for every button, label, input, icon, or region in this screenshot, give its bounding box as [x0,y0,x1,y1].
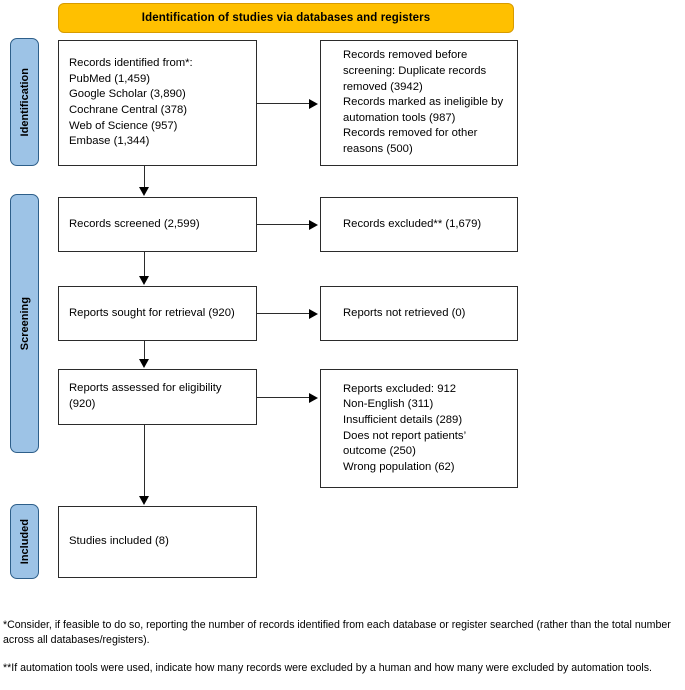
box-records-removed-text: Records removed before screening: Duplic… [343,49,504,155]
connector-line-assessed-to-reports-excluded [257,397,310,399]
stage-label-screening: Screening [10,194,39,453]
connector-line-sought-to-assessed [144,341,146,360]
arrow-down-icon-screened-to-sought [139,276,150,285]
arrow-right-icon-sought-to-not-retrieved [309,308,318,319]
arrow-right-icon-screened-to-excluded [309,219,318,230]
box-studies-included: Studies included (8) [58,506,257,578]
connector-line-identified-to-screened [144,166,146,188]
box-records-screened: Records screened (2,599) [58,197,257,252]
box-records-excluded: Records excluded** (1,679) [320,197,518,252]
footnotes: *Consider, if feasible to do so, reporti… [3,618,681,689]
stage-label-included: Included [10,504,39,579]
box-records-identified-text: Records identified from*: PubMed (1,459)… [69,57,193,148]
arrow-down-icon-identified-to-screened [139,187,150,196]
arrow-right-icon-identified-to-removed [309,98,318,109]
connector-line-identified-to-removed [257,103,310,105]
box-reports-excluded: Reports excluded: 912 Non-English (311) … [320,369,518,488]
connector-line-screened-to-sought [144,252,146,277]
prisma-flow-diagram: Identification of studies via databases … [10,3,518,579]
diagram-banner-title: Identification of studies via databases … [58,3,514,33]
connector-line-sought-to-not-retrieved [257,313,310,315]
footnote-single-asterisk: *Consider, if feasible to do so, reporti… [3,619,671,646]
box-records-identified: Records identified from*: PubMed (1,459)… [58,40,257,166]
connector-line-assessed-to-included [144,425,146,497]
banner-label: Identification of studies via databases … [141,12,431,24]
box-reports-excluded-text: Reports excluded: 912 Non-English (311) … [343,382,466,473]
stage-label-identification-text: Identification [18,67,31,137]
box-reports-assessed-text: Reports assessed for eligibility (920) [69,382,222,410]
footnote-double-asterisk: **If automation tools were used, indicat… [3,662,652,674]
box-reports-sought: Reports sought for retrieval (920) [58,286,257,341]
connector-line-screened-to-excluded [257,224,310,226]
stage-label-included-text: Included [18,518,31,565]
box-records-screened-text: Records screened (2,599) [69,217,200,230]
box-reports-sought-text: Reports sought for retrieval (920) [69,306,235,319]
box-reports-not-retrieved-text: Reports not retrieved (0) [343,306,466,319]
box-records-excluded-text: Records excluded** (1,679) [343,217,482,230]
arrow-down-icon-sought-to-assessed [139,359,150,368]
box-studies-included-text: Studies included (8) [69,535,169,548]
box-reports-not-retrieved: Reports not retrieved (0) [320,286,518,341]
stage-label-screening-text: Screening [18,296,31,351]
box-reports-assessed: Reports assessed for eligibility (920) [58,369,257,425]
stage-label-identification: Identification [10,38,39,166]
box-records-removed: Records removed before screening: Duplic… [320,40,518,166]
arrow-down-icon-assessed-to-included [139,496,150,505]
arrow-right-icon-assessed-to-reports-excluded [309,392,318,403]
